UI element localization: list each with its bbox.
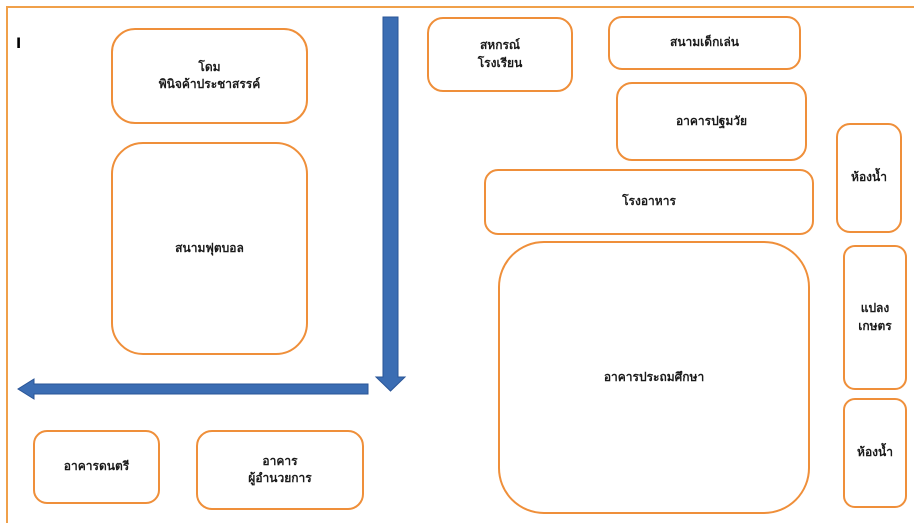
football-label: สนามฟุตบอล (175, 240, 244, 255)
music-building-label: อาคารดนตรี (63, 459, 130, 474)
music-building: อาคารดนตรี (33, 430, 160, 504)
elementary-building: อาคารประถมศึกษา (498, 241, 810, 514)
football-field: สนามฟุตบอล (111, 142, 308, 355)
canteen-label: โรงอาหาร (622, 194, 676, 209)
down-arrow (374, 16, 407, 392)
director-line-1: อาคาร (262, 453, 298, 468)
primary-building-label: อาคารปฐมวัย (675, 113, 748, 128)
elementary-building-label: อาคารประถมศึกษา (603, 369, 705, 384)
dome-building: โดม พินิจค้าประชาสรรค์ (111, 28, 308, 124)
coop-line-1: สหกรณ์ (479, 38, 521, 53)
coop-store: สหกรณ์ โรงเรียน (427, 17, 573, 92)
garden-line-1: แปลง (860, 301, 890, 316)
toilet-bottom: ห้องน้ำ (843, 398, 907, 508)
map-frame (6, 6, 914, 523)
left-arrow (17, 378, 369, 400)
playground-label: สนามเด็กเล่น (670, 35, 739, 50)
primary-building: อาคารปฐมวัย (616, 82, 807, 161)
dome-line-2: พินิจค้าประชาสรรค์ (158, 77, 261, 91)
toilet-top: ห้องน้ำ (836, 123, 902, 233)
garden-plot: แปลง เกษตร (843, 245, 907, 390)
director-line-2: ผู้อำนวยการ (248, 471, 312, 485)
garden-line-2: เกษตร (858, 318, 892, 333)
coop-line-2: โรงเรียน (477, 55, 523, 70)
director-building: อาคาร ผู้อำนวยการ (196, 430, 364, 510)
canteen: โรงอาหาร (484, 169, 814, 235)
toilet-top-label: ห้องน้ำ (851, 170, 887, 185)
dome-line-1: โดม (198, 59, 221, 74)
corner-marker: I (16, 36, 22, 52)
playground: สนามเด็กเล่น (608, 16, 801, 70)
toilet-bottom-label: ห้องน้ำ (857, 445, 893, 460)
